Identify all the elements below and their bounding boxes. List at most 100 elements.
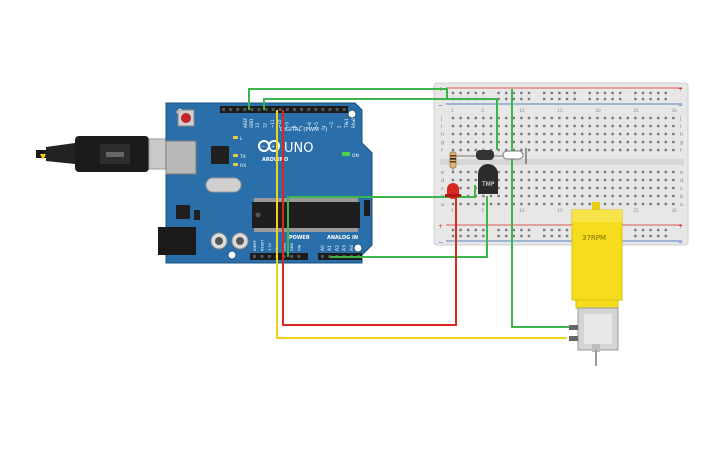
breadboard-hole[interactable]	[565, 97, 569, 101]
breadboard-hole[interactable]	[657, 186, 660, 190]
breadboard-hole[interactable]	[459, 124, 462, 128]
header-pin[interactable]	[257, 108, 261, 111]
breadboard-hole[interactable]	[672, 116, 675, 120]
breadboard-hole[interactable]	[565, 202, 569, 206]
breadboard-hole[interactable]	[619, 186, 622, 190]
breadboard-hole[interactable]	[581, 148, 584, 152]
breadboard-hole[interactable]	[497, 148, 500, 152]
breadboard-hole[interactable]	[611, 186, 614, 190]
header-pin[interactable]	[335, 108, 339, 111]
breadboard-hole[interactable]	[611, 202, 614, 206]
header-pin[interactable]	[321, 255, 324, 258]
breadboard-hole[interactable]	[543, 194, 546, 198]
breadboard-hole[interactable]	[634, 202, 637, 206]
header-pin[interactable]	[229, 108, 233, 111]
breadboard-hole[interactable]	[459, 140, 462, 144]
breadboard-hole[interactable]	[603, 194, 607, 198]
breadboard-hole[interactable]	[489, 194, 493, 198]
green-wire[interactable]	[287, 185, 476, 257]
breadboard-hole[interactable]	[626, 132, 629, 136]
breadboard-hole[interactable]	[489, 116, 493, 120]
breadboard-hole[interactable]	[520, 186, 523, 190]
yellow-wire[interactable]	[276, 110, 567, 339]
breadboard-hole[interactable]	[474, 124, 477, 128]
breadboard-hole[interactable]	[482, 194, 485, 198]
breadboard-hole[interactable]	[505, 194, 508, 198]
breadboard-hole[interactable]	[626, 202, 629, 206]
breadboard-hole[interactable]	[520, 170, 523, 174]
breadboard-hole[interactable]	[543, 132, 546, 136]
breadboard-hole[interactable]	[603, 132, 607, 136]
breadboard-hole[interactable]	[527, 97, 531, 101]
header-pin[interactable]	[243, 108, 247, 111]
breadboard-hole[interactable]	[657, 97, 660, 101]
breadboard-hole[interactable]	[611, 132, 614, 136]
breadboard-hole[interactable]	[543, 228, 546, 232]
breadboard-hole[interactable]	[535, 132, 538, 136]
breadboard-hole[interactable]	[565, 91, 569, 95]
breadboard-hole[interactable]	[497, 97, 500, 101]
breadboard-hole[interactable]	[573, 140, 576, 144]
breadboard-hole[interactable]	[550, 178, 553, 182]
breadboard-hole[interactable]	[482, 234, 485, 238]
breadboard-hole[interactable]	[467, 132, 470, 136]
breadboard-hole[interactable]	[527, 124, 531, 128]
breadboard-hole[interactable]	[482, 202, 485, 206]
breadboard-hole[interactable]	[467, 186, 470, 190]
breadboard-hole[interactable]	[543, 178, 546, 182]
breadboard-hole[interactable]	[527, 202, 531, 206]
breadboard-hole[interactable]	[489, 140, 493, 144]
header-pin[interactable]	[253, 255, 256, 258]
breadboard-hole[interactable]	[641, 178, 645, 182]
breadboard-hole[interactable]	[596, 186, 599, 190]
breadboard-hole[interactable]	[634, 186, 637, 190]
breadboard-hole[interactable]	[581, 140, 584, 144]
red-led[interactable]	[445, 183, 461, 199]
breadboard-hole[interactable]	[558, 202, 561, 206]
breadboard-hole[interactable]	[543, 124, 546, 128]
breadboard-hole[interactable]	[573, 91, 576, 95]
breadboard-hole[interactable]	[512, 186, 515, 190]
breadboard-hole[interactable]	[672, 186, 675, 190]
breadboard-hole[interactable]	[588, 97, 591, 101]
breadboard-hole[interactable]	[543, 186, 546, 190]
breadboard-hole[interactable]	[543, 97, 546, 101]
breadboard-hole[interactable]	[451, 124, 455, 128]
breadboard-hole[interactable]	[451, 148, 455, 152]
breadboard-hole[interactable]	[474, 140, 477, 144]
breadboard-hole[interactable]	[588, 116, 591, 120]
header-pin[interactable]	[236, 108, 240, 111]
header-pin[interactable]	[314, 108, 318, 111]
breadboard-hole[interactable]	[672, 132, 675, 136]
breadboard-hole[interactable]	[482, 124, 485, 128]
temperature-sensor[interactable]: TMP	[478, 164, 498, 194]
breadboard-hole[interactable]	[641, 91, 645, 95]
breadboard-hole[interactable]	[649, 124, 652, 128]
breadboard-hole[interactable]	[505, 148, 508, 152]
breadboard-hole[interactable]	[527, 140, 531, 144]
breadboard-hole[interactable]	[558, 194, 561, 198]
breadboard-hole[interactable]	[543, 140, 546, 144]
breadboard-hole[interactable]	[603, 148, 607, 152]
breadboard-hole[interactable]	[641, 148, 645, 152]
breadboard-hole[interactable]	[565, 170, 569, 174]
breadboard-hole[interactable]	[558, 91, 561, 95]
breadboard-hole[interactable]	[588, 124, 591, 128]
breadboard-hole[interactable]	[611, 97, 614, 101]
breadboard-hole[interactable]	[603, 91, 607, 95]
header-pin[interactable]	[307, 108, 311, 111]
breadboard-hole[interactable]	[573, 116, 576, 120]
green-wire[interactable]	[330, 196, 488, 258]
breadboard-hole[interactable]	[550, 140, 553, 144]
breadboard-hole[interactable]	[603, 116, 607, 120]
breadboard-hole[interactable]	[527, 186, 531, 190]
breadboard-hole[interactable]	[641, 186, 645, 190]
breadboard-hole[interactable]	[588, 148, 591, 152]
breadboard-hole[interactable]	[664, 97, 667, 101]
breadboard-hole[interactable]	[596, 148, 599, 152]
breadboard-hole[interactable]	[581, 186, 584, 190]
breadboard-hole[interactable]	[558, 170, 561, 174]
breadboard-hole[interactable]	[459, 91, 462, 95]
breadboard-hole[interactable]	[581, 132, 584, 136]
breadboard-hole[interactable]	[459, 202, 462, 206]
